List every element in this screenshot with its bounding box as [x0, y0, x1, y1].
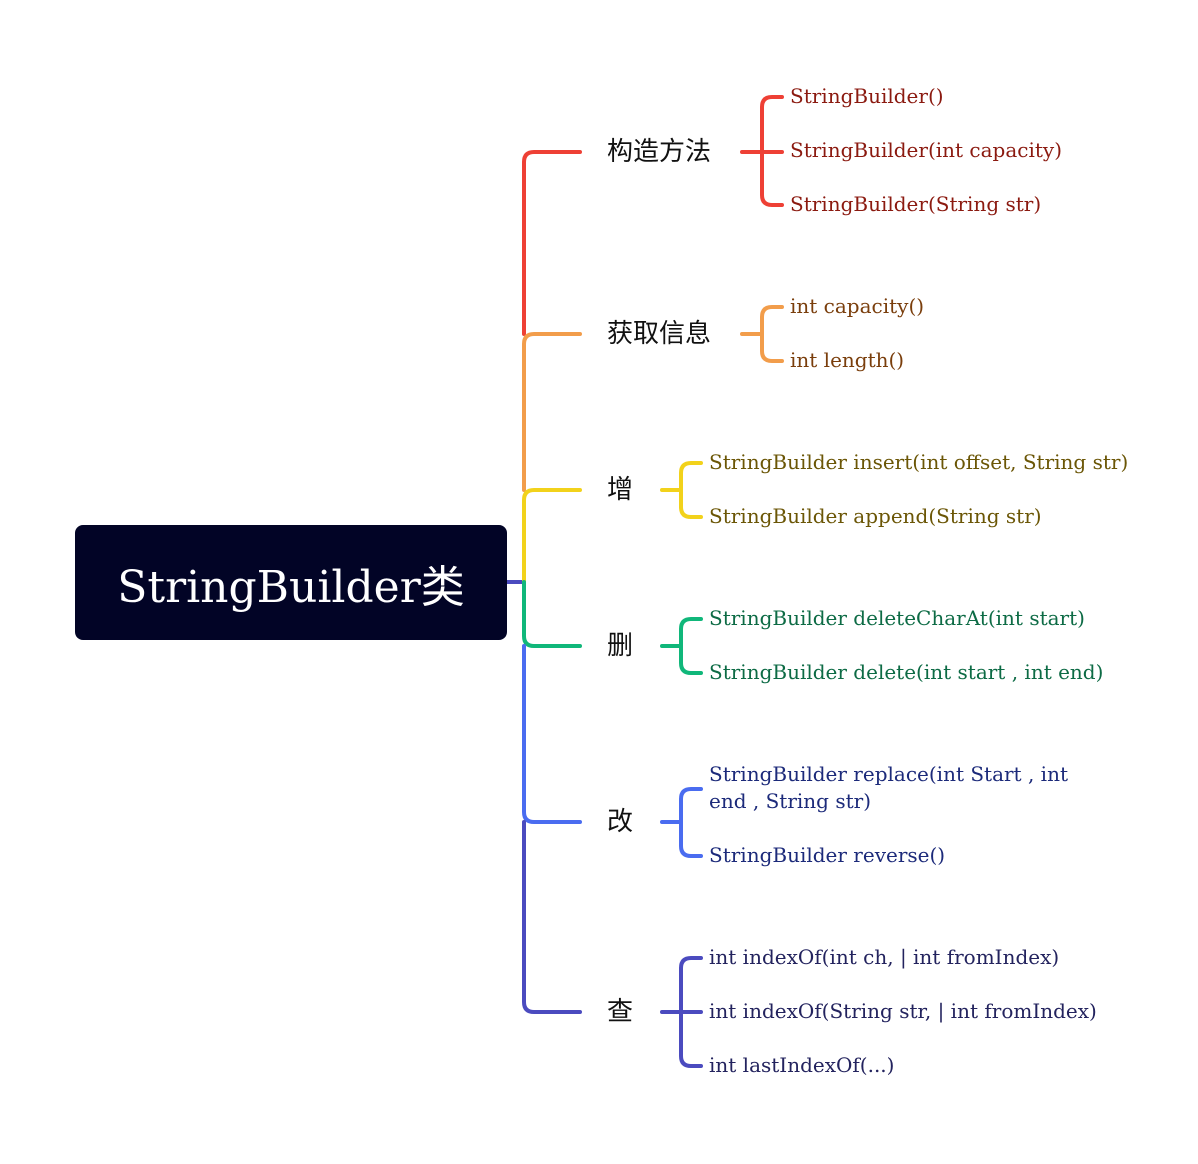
- leaf-add-append[interactable]: StringBuilder append(String str): [709, 504, 1042, 528]
- spine-add: [522, 488, 582, 584]
- leaf-query-indexof-char[interactable]: int indexOf(int ch, | int fromIndex): [709, 945, 1060, 969]
- branch-add[interactable]: 增: [607, 475, 634, 505]
- leaf-info-capacity[interactable]: int capacity(): [790, 294, 925, 318]
- brace-delete: [660, 617, 703, 675]
- spine-modify: [522, 644, 582, 824]
- leaf-constructor-default[interactable]: StringBuilder(): [790, 84, 944, 108]
- brace-info: [740, 305, 784, 363]
- leaf-modify-replace[interactable]: StringBuilder replace(int Start , int en…: [709, 762, 1068, 813]
- brace-modify: [660, 787, 703, 858]
- leaf-delete-charat[interactable]: StringBuilder deleteCharAt(int start): [709, 606, 1085, 630]
- brace-query: [660, 956, 703, 1068]
- leaf-add-insert[interactable]: StringBuilder insert(int offset, String …: [709, 450, 1129, 474]
- leaf-info-length[interactable]: int length(): [790, 348, 905, 372]
- root-label: StringBuilder类: [117, 561, 465, 613]
- root-node[interactable]: StringBuilder类: [75, 525, 507, 640]
- leaf-query-lastindexof[interactable]: int lastIndexOf(...): [709, 1053, 895, 1077]
- branch-query[interactable]: 查: [607, 997, 634, 1027]
- branch-delete[interactable]: 删: [607, 631, 634, 661]
- leaf-constructor-capacity[interactable]: StringBuilder(int capacity): [790, 138, 1063, 162]
- spine-delete: [522, 580, 582, 648]
- leaf-modify-reverse[interactable]: StringBuilder reverse(): [709, 843, 946, 867]
- brace-constructors: [740, 95, 784, 207]
- branch-info[interactable]: 获取信息: [607, 319, 712, 349]
- leaf-delete-range[interactable]: StringBuilder delete(int start , int end…: [709, 660, 1104, 684]
- leaf-constructor-string[interactable]: StringBuilder(String str): [790, 192, 1042, 216]
- leaf-query-indexof-string[interactable]: int indexOf(String str, | int fromIndex): [709, 999, 1097, 1023]
- branch-modify[interactable]: 改: [607, 807, 634, 837]
- spine-constructors: [522, 150, 582, 336]
- spine-info: [522, 332, 582, 492]
- spine-query: [522, 820, 582, 1014]
- brace-add: [660, 461, 703, 519]
- branch-constructors[interactable]: 构造方法: [607, 137, 712, 167]
